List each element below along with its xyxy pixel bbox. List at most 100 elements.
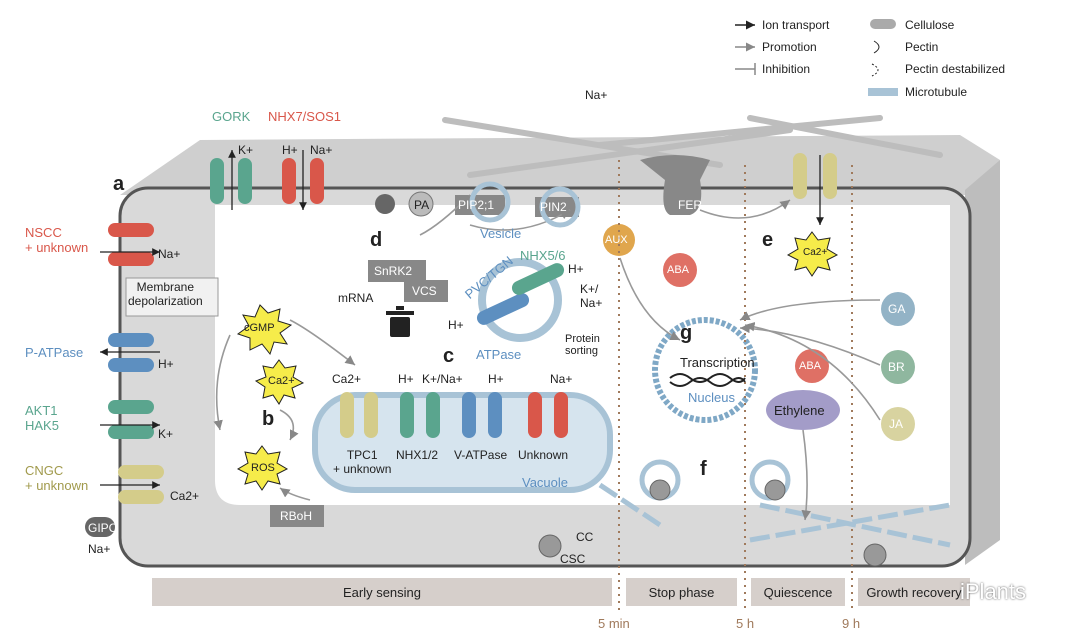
patpase-label: P-ATPase — [25, 345, 84, 360]
panel-g: g — [680, 322, 693, 344]
nucleus-label: Nucleus — [688, 390, 735, 405]
panel-f: f — [700, 458, 707, 480]
fer-shape — [640, 155, 710, 215]
legend-microtubule: Microtubule — [905, 85, 968, 99]
gork-k: K+ — [238, 143, 254, 157]
csc-complex — [538, 459, 887, 567]
br-circle — [881, 350, 915, 384]
microtubules — [598, 482, 951, 548]
top-right-channel — [793, 153, 837, 199]
atpase-label: ATPase — [476, 347, 522, 362]
c-h2: H+ — [448, 318, 464, 332]
br-label: BR — [888, 360, 905, 374]
tpc1-ca: Ca2+ — [332, 372, 362, 386]
time-9h: 9 h — [842, 616, 861, 631]
ca-burst-1 — [254, 359, 305, 405]
gork-channel — [210, 158, 252, 204]
fer-label: FER — [678, 198, 702, 212]
unknown-label: Unknown — [518, 448, 569, 462]
k-in: K+ — [158, 427, 174, 441]
gipc-na: Na+ — [88, 542, 111, 556]
ros-burst — [236, 445, 289, 491]
ja-circle — [881, 407, 915, 441]
panel-d: d — [370, 229, 383, 251]
ga-label: GA — [888, 302, 906, 316]
nhx12-h: H+ — [398, 372, 414, 386]
cgmp-label: cGMP — [244, 322, 275, 334]
ca-in: Ca2+ — [170, 489, 200, 503]
ja-label: JA — [889, 417, 904, 431]
top-na: Na+ — [585, 88, 608, 102]
membrane-box — [125, 277, 219, 317]
mrna-label: mRNA — [338, 291, 374, 305]
c-h: H+ — [568, 262, 584, 276]
phase-quiescence: Quiescence — [751, 578, 845, 606]
ga-circle — [881, 292, 915, 326]
panel-b: b — [262, 408, 275, 430]
ca-burst-2 — [786, 231, 839, 277]
nucleus — [652, 317, 758, 423]
cgmp-burst — [236, 304, 293, 356]
legend-promotion: Promotion — [762, 40, 817, 54]
phase-stop: Stop phase — [626, 578, 737, 606]
panel-c: c — [443, 345, 455, 367]
vesicle-label: Vesicle — [480, 226, 522, 241]
csc-label: CSC — [560, 552, 586, 566]
unknown-channel — [528, 392, 568, 438]
aux-circle — [603, 224, 635, 256]
pin2-label: PIN2 — [540, 200, 567, 214]
legend-ion-transport: Ion transport — [762, 18, 830, 32]
nhx7-na: Na+ — [310, 143, 333, 157]
cngc-label: CNGC + unknown — [25, 463, 89, 493]
membrane-depol-label: Membrane depolarization — [128, 280, 203, 308]
phase-growth-recovery: Growth recovery — [858, 578, 970, 606]
transcription-label: Transcription — [680, 355, 755, 370]
nhx7-channel — [282, 158, 324, 204]
cell-wall-right — [965, 160, 1000, 565]
gork-label: GORK — [212, 109, 251, 124]
unknown-na: Na+ — [550, 372, 573, 386]
akt1-channel — [108, 400, 154, 439]
vatpase-channel — [462, 392, 502, 438]
nhx12-kna: K+/Na+ — [422, 372, 463, 386]
c-kna: K+/ Na+ — [580, 282, 603, 310]
vatpase-h: H+ — [488, 372, 504, 386]
legend-pectin: Pectin — [905, 40, 939, 54]
na-in: Na+ — [158, 247, 181, 261]
protein-sorting-label: Protein sorting — [565, 333, 600, 357]
ethylene-label: Ethylene — [774, 403, 825, 418]
pvc-tgn — [478, 258, 562, 342]
time-5min: 5 min — [598, 616, 630, 631]
ethylene-ellipse — [766, 390, 840, 430]
rboh-label: RBoH — [280, 509, 313, 523]
nscc-label: NSCC + unknown — [25, 225, 89, 255]
legend-pectin-destabilized: Pectin destabilized — [905, 62, 1006, 76]
watermark: iPlants — [960, 579, 1027, 604]
legend-inhibition: Inhibition — [762, 62, 811, 76]
patpase-channel — [108, 333, 154, 372]
gipc-label: GIPC — [88, 521, 118, 535]
pip-label: PIP2;1 — [458, 198, 495, 212]
nhx12-channel — [400, 392, 440, 438]
pa-label: PA — [414, 198, 430, 212]
legend-cellulose: Cellulose — [905, 18, 955, 32]
vcs-label: VCS — [412, 284, 437, 298]
rboh-box — [270, 505, 324, 527]
nhx12-label: NHX1/2 — [396, 448, 439, 462]
aba-circle-1 — [663, 253, 697, 287]
trash-icon — [386, 306, 414, 337]
gipc-shape — [85, 517, 115, 537]
nhx7-label: NHX7/SOS1 — [268, 109, 341, 124]
aux-label: AUX — [605, 234, 628, 246]
phase-early-sensing: Early sensing — [152, 578, 612, 606]
snrk2-box — [368, 260, 426, 282]
nscc-channel — [108, 223, 154, 266]
nhx56-label: NHX5/6 — [520, 248, 566, 263]
pa-circle — [408, 191, 434, 217]
vacuole-label: Vacuole — [522, 475, 569, 490]
legend-icons — [735, 19, 898, 96]
tpc1-label: TPC1 + unknown — [333, 448, 392, 476]
vesicle — [469, 181, 511, 223]
cc-label: CC — [576, 530, 594, 544]
